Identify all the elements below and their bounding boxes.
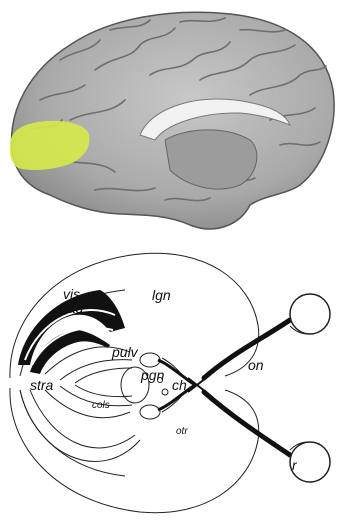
label-pulv: pulv	[111, 344, 139, 360]
lgn-structure	[140, 353, 160, 367]
label-lgn: lgn	[152, 287, 171, 303]
label-on: on	[248, 357, 264, 373]
lgn-structure-lower	[140, 405, 160, 419]
upper-eye	[290, 294, 330, 334]
label-stra: stra	[30, 377, 54, 393]
optic-nerves	[204, 320, 290, 455]
label-rad: rad	[63, 300, 84, 316]
visual-pathway-diagram: vis rad lgn pulv pgn ch on stra cols otr…	[0, 240, 338, 530]
label-cols: cols	[92, 400, 110, 411]
brain-medial-view-svg	[0, 0, 338, 240]
visual-pathway-svg: vis rad lgn pulv pgn ch on stra cols otr…	[0, 240, 338, 530]
label-pgn: pgn	[140, 367, 165, 383]
brain-medial-view-figure	[0, 0, 338, 240]
label-ch: ch	[172, 377, 187, 393]
label-otr: otr	[176, 426, 188, 437]
